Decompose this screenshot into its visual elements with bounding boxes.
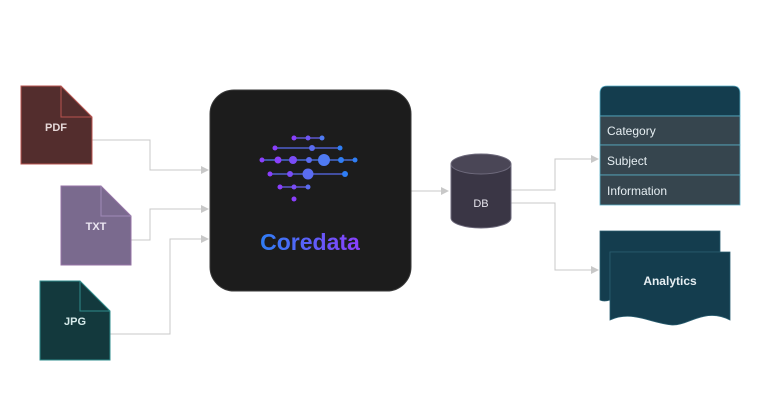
db-body <box>450 163 512 229</box>
connector-pdf-to-coredata <box>92 139 209 174</box>
coredata-wordmark: Coredata <box>260 229 360 255</box>
record-table[interactable]: Category Subject Information <box>599 85 741 206</box>
coredata-logo-icon <box>259 135 358 202</box>
connector-db-to-record <box>511 155 599 191</box>
txt-label: TXT <box>86 221 107 233</box>
db-top <box>450 153 512 175</box>
txt-fold-icon <box>100 186 131 217</box>
jpg-fold-icon <box>79 281 110 312</box>
record-row-information <box>599 174 741 206</box>
analytics-label: Analytics <box>643 274 697 288</box>
coredata-processor[interactable]: Coredata <box>209 89 412 292</box>
connector-jpg-to-coredata <box>110 235 209 335</box>
record-field-label: Information <box>607 184 667 198</box>
record-field-label: Subject <box>607 154 648 168</box>
pdf-document-shape <box>20 85 93 165</box>
jpg-document-shape <box>39 280 111 361</box>
pdf-document[interactable]: PDF <box>20 85 93 165</box>
pdf-label: PDF <box>45 122 67 134</box>
jpg-label: JPG <box>64 316 86 328</box>
txt-document[interactable]: TXT <box>60 185 132 266</box>
connectors <box>92 139 599 335</box>
txt-document-shape <box>60 185 132 266</box>
record-header <box>599 85 741 117</box>
database-cylinder[interactable]: DB <box>450 153 512 229</box>
record-row-category <box>599 115 741 146</box>
coredata-box <box>209 89 412 292</box>
record-field-label: Category <box>607 124 656 138</box>
pdf-fold-icon <box>60 86 92 118</box>
connector-txt-to-coredata <box>131 205 209 241</box>
analytics-report[interactable]: Analytics <box>599 230 731 326</box>
jpg-document[interactable]: JPG <box>39 280 111 361</box>
connector-db-to-analytics <box>511 202 599 274</box>
db-label: DB <box>473 198 488 210</box>
analytics-front-page <box>609 251 731 326</box>
